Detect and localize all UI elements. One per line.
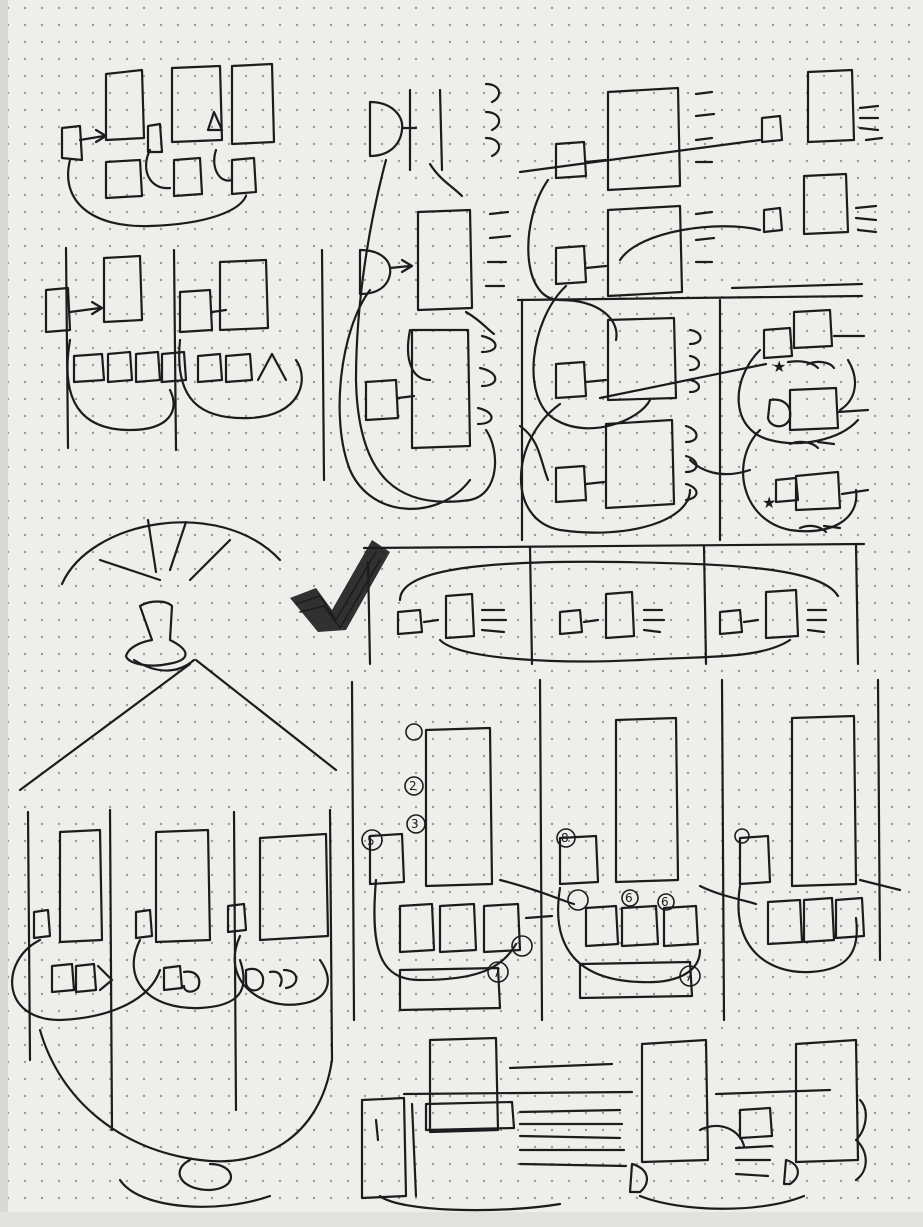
circled-number-label: 7 [685,970,693,984]
star-mark: ★ [762,493,776,512]
circled-number-label: 2 [409,779,417,793]
page-edge-left [0,0,8,1227]
circled-number-label: 3 [411,817,419,831]
circled-number-label: 6 [625,891,633,905]
page-edge-bottom [0,1212,923,1227]
star-mark: ★ [772,357,786,376]
circled-number-label: 6 [661,895,669,909]
circled-number-label: 5 [367,834,375,848]
circled-number-label: 7 [493,966,501,980]
circled-number-label: 8 [561,831,569,845]
